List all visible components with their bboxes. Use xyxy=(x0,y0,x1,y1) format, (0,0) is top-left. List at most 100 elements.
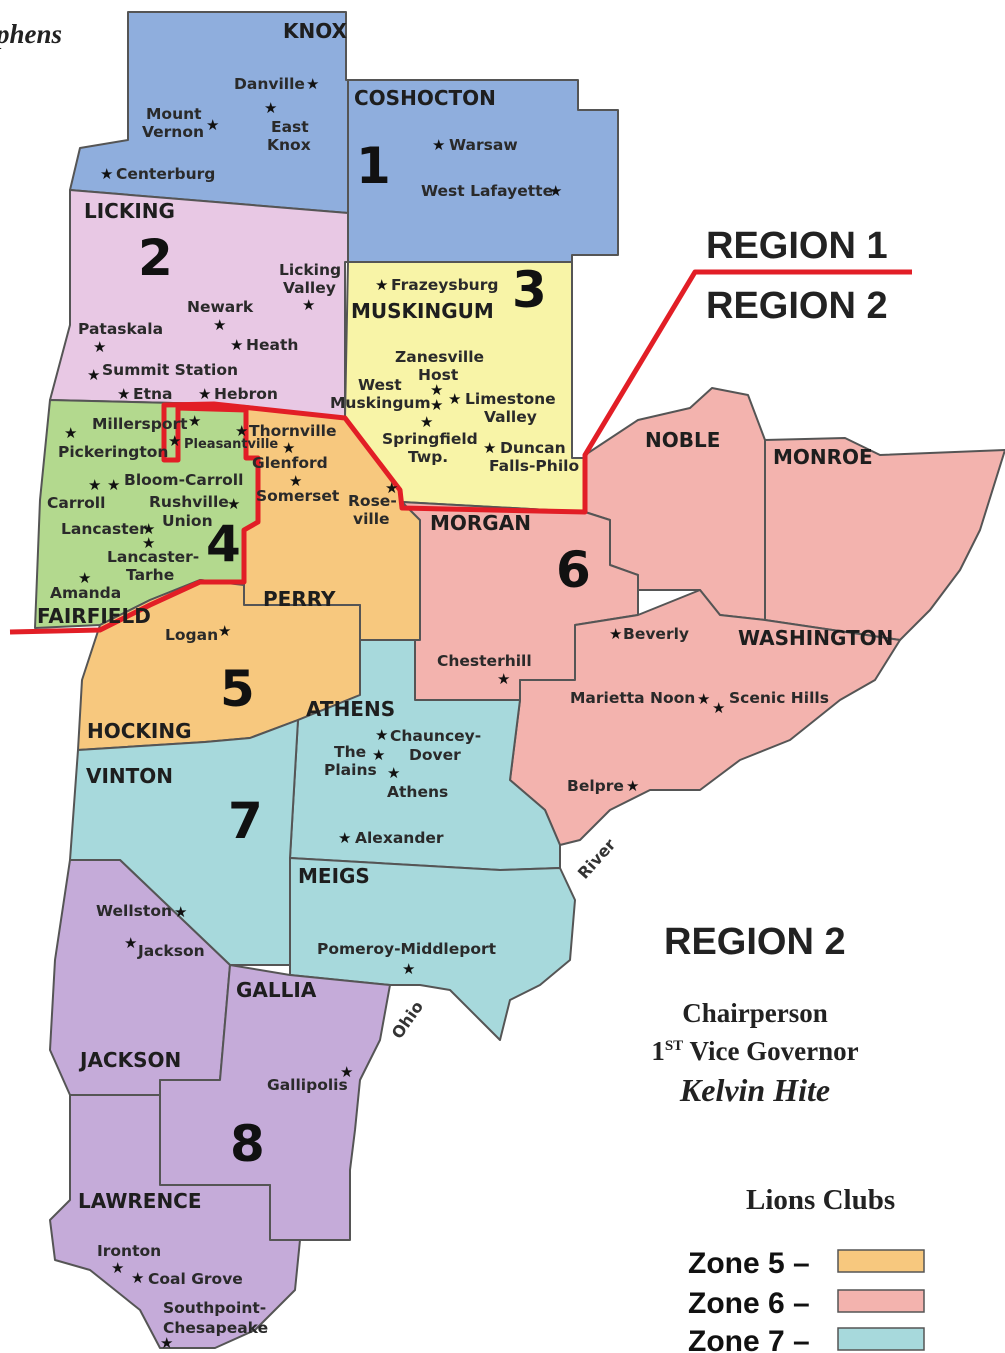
town-west-muskingum-line2: Muskingum xyxy=(330,394,431,412)
zone-number-1: 1 xyxy=(356,137,391,195)
legend-zone-7-label: Zone 7 – xyxy=(688,1325,810,1353)
star-icon: ★ xyxy=(142,520,155,538)
zone-number-3: 3 xyxy=(512,261,547,319)
star-icon: ★ xyxy=(64,424,77,442)
star-icon: ★ xyxy=(626,777,639,795)
star-icon: ★ xyxy=(302,296,315,314)
town-heath: Heath xyxy=(246,336,298,354)
river-label: River xyxy=(574,835,620,883)
star-icon: ★ xyxy=(420,413,433,431)
star-icon: ★ xyxy=(387,764,400,782)
town-mount-vernon-line2: Vernon xyxy=(142,123,204,141)
county-shapes xyxy=(34,11,1005,1349)
legend-zone-7-swatch xyxy=(837,1327,925,1351)
county-label-coshocton: COSHOCTON xyxy=(354,86,496,110)
star-icon: ★ xyxy=(375,276,388,294)
star-icon: ★ xyxy=(100,165,113,183)
town-jackson: Jackson xyxy=(137,942,205,960)
county-label-morgan: MORGAN xyxy=(430,511,531,535)
town-licking-valley-line2: Valley xyxy=(283,279,336,297)
county-label-vinton: VINTON xyxy=(86,764,173,788)
legend-zone-6-label: Zone 6 – xyxy=(688,1287,810,1320)
star-icon: ★ xyxy=(111,1259,124,1277)
town-licking-valley-line1: Licking xyxy=(279,261,341,279)
star-icon: ★ xyxy=(188,412,201,430)
star-icon: ★ xyxy=(93,338,106,356)
star-icon: ★ xyxy=(198,385,211,403)
town-logan: Logan xyxy=(165,626,218,644)
town-lancaster: Lancaster xyxy=(61,520,147,538)
zone-number-2: 2 xyxy=(138,229,173,287)
star-icon: ★ xyxy=(78,569,91,587)
town-mount-vernon-line1: Mount xyxy=(146,105,202,123)
star-icon: ★ xyxy=(174,903,187,921)
star-icon: ★ xyxy=(375,726,388,744)
town-east-knox-line1: East xyxy=(271,118,309,136)
officer-name: Kelvin Hite xyxy=(679,1072,830,1108)
county-label-washington: WASHINGTON xyxy=(738,626,893,650)
officer-vice-governor: 1ST Vice Governor xyxy=(651,1036,858,1066)
town-limestone-valley-line1: Limestone xyxy=(465,390,556,408)
star-icon: ★ xyxy=(230,336,243,354)
town-zanesville-host-line1: Zanesville xyxy=(395,348,484,366)
region-boundary-line xyxy=(9,269,912,635)
star-icon: ★ xyxy=(372,746,385,764)
county-label-monroe: MONROE xyxy=(773,445,873,469)
star-icon: ★ xyxy=(712,699,725,717)
star-icon: ★ xyxy=(87,366,100,384)
star-icon: ★ xyxy=(218,622,231,640)
zone-number-7: 7 xyxy=(228,792,263,850)
region-2-main-label: REGION 2 xyxy=(664,921,846,963)
county-label-fairfield: FAIRFIELD xyxy=(37,604,151,628)
county-label-knox: KNOX xyxy=(283,19,348,43)
town-zanesville-host-line2: Host xyxy=(418,366,459,384)
star-icon: ★ xyxy=(264,99,277,117)
town-bloom-carroll: Bloom-Carroll xyxy=(124,471,243,489)
county-label-jackson: JACKSON xyxy=(78,1048,181,1072)
town-beverly: Beverly xyxy=(623,625,689,643)
region-1-label: REGION 1 xyxy=(706,225,888,267)
star-icon: ★ xyxy=(168,432,181,450)
town-danville: Danville xyxy=(234,75,305,93)
county-gallia xyxy=(159,964,391,1241)
star-icon: ★ xyxy=(338,829,351,847)
town-chauncey-line1: Chauncey- xyxy=(390,727,481,745)
town-centerburg: Centerburg xyxy=(116,165,215,183)
town-thornville: Thornville xyxy=(249,422,337,440)
star-icon: ★ xyxy=(131,1269,144,1287)
town-somerset: Somerset xyxy=(256,487,340,505)
star-icon: ★ xyxy=(385,479,398,497)
town-ironton: Ironton xyxy=(97,1242,161,1260)
town-roseville-line2: ville xyxy=(353,510,390,528)
county-label-gallia: GALLIA xyxy=(236,978,317,1002)
star-icon: ★ xyxy=(483,439,496,457)
town-athens: Athens xyxy=(387,783,448,801)
star-icon: ★ xyxy=(430,381,443,399)
town-pleasantville: Pleasantville xyxy=(184,437,278,452)
star-icon: ★ xyxy=(160,1334,173,1352)
county-label-meigs: MEIGS xyxy=(298,864,370,888)
town-pataskala: Pataskala xyxy=(78,320,163,338)
town-lancaster-tarhe-line1: Lancaster- xyxy=(107,548,199,566)
star-icon: ★ xyxy=(402,960,415,978)
star-icon: ★ xyxy=(206,116,219,134)
county-label-muskingum: MUSKINGUM xyxy=(351,299,494,323)
town-alexander: Alexander xyxy=(355,829,444,847)
star-icon: ★ xyxy=(497,670,510,688)
zone-number-6: 6 xyxy=(556,541,591,599)
town-frazeysburg: Frazeysburg xyxy=(391,276,498,294)
town-east-knox-line2: Knox xyxy=(267,136,311,154)
star-icon: ★ xyxy=(340,1063,353,1081)
legend-title: Lions Clubs xyxy=(746,1184,895,1216)
star-icon: ★ xyxy=(430,396,443,414)
town-southpoint-line2: Chesapeake xyxy=(163,1319,268,1337)
town-warsaw: Warsaw xyxy=(449,136,518,154)
town-marietta-noon: Marietta Noon xyxy=(570,689,695,707)
town-pickerington: Pickerington xyxy=(58,443,168,461)
zone-number-5: 5 xyxy=(220,660,255,718)
town-the-plains-line2: Plains xyxy=(324,761,377,779)
town-summit-station: Summit Station xyxy=(102,361,238,379)
legend-zone-5-label: Zone 5 – xyxy=(688,1247,810,1280)
town-rushville-line2: Union xyxy=(162,512,213,530)
